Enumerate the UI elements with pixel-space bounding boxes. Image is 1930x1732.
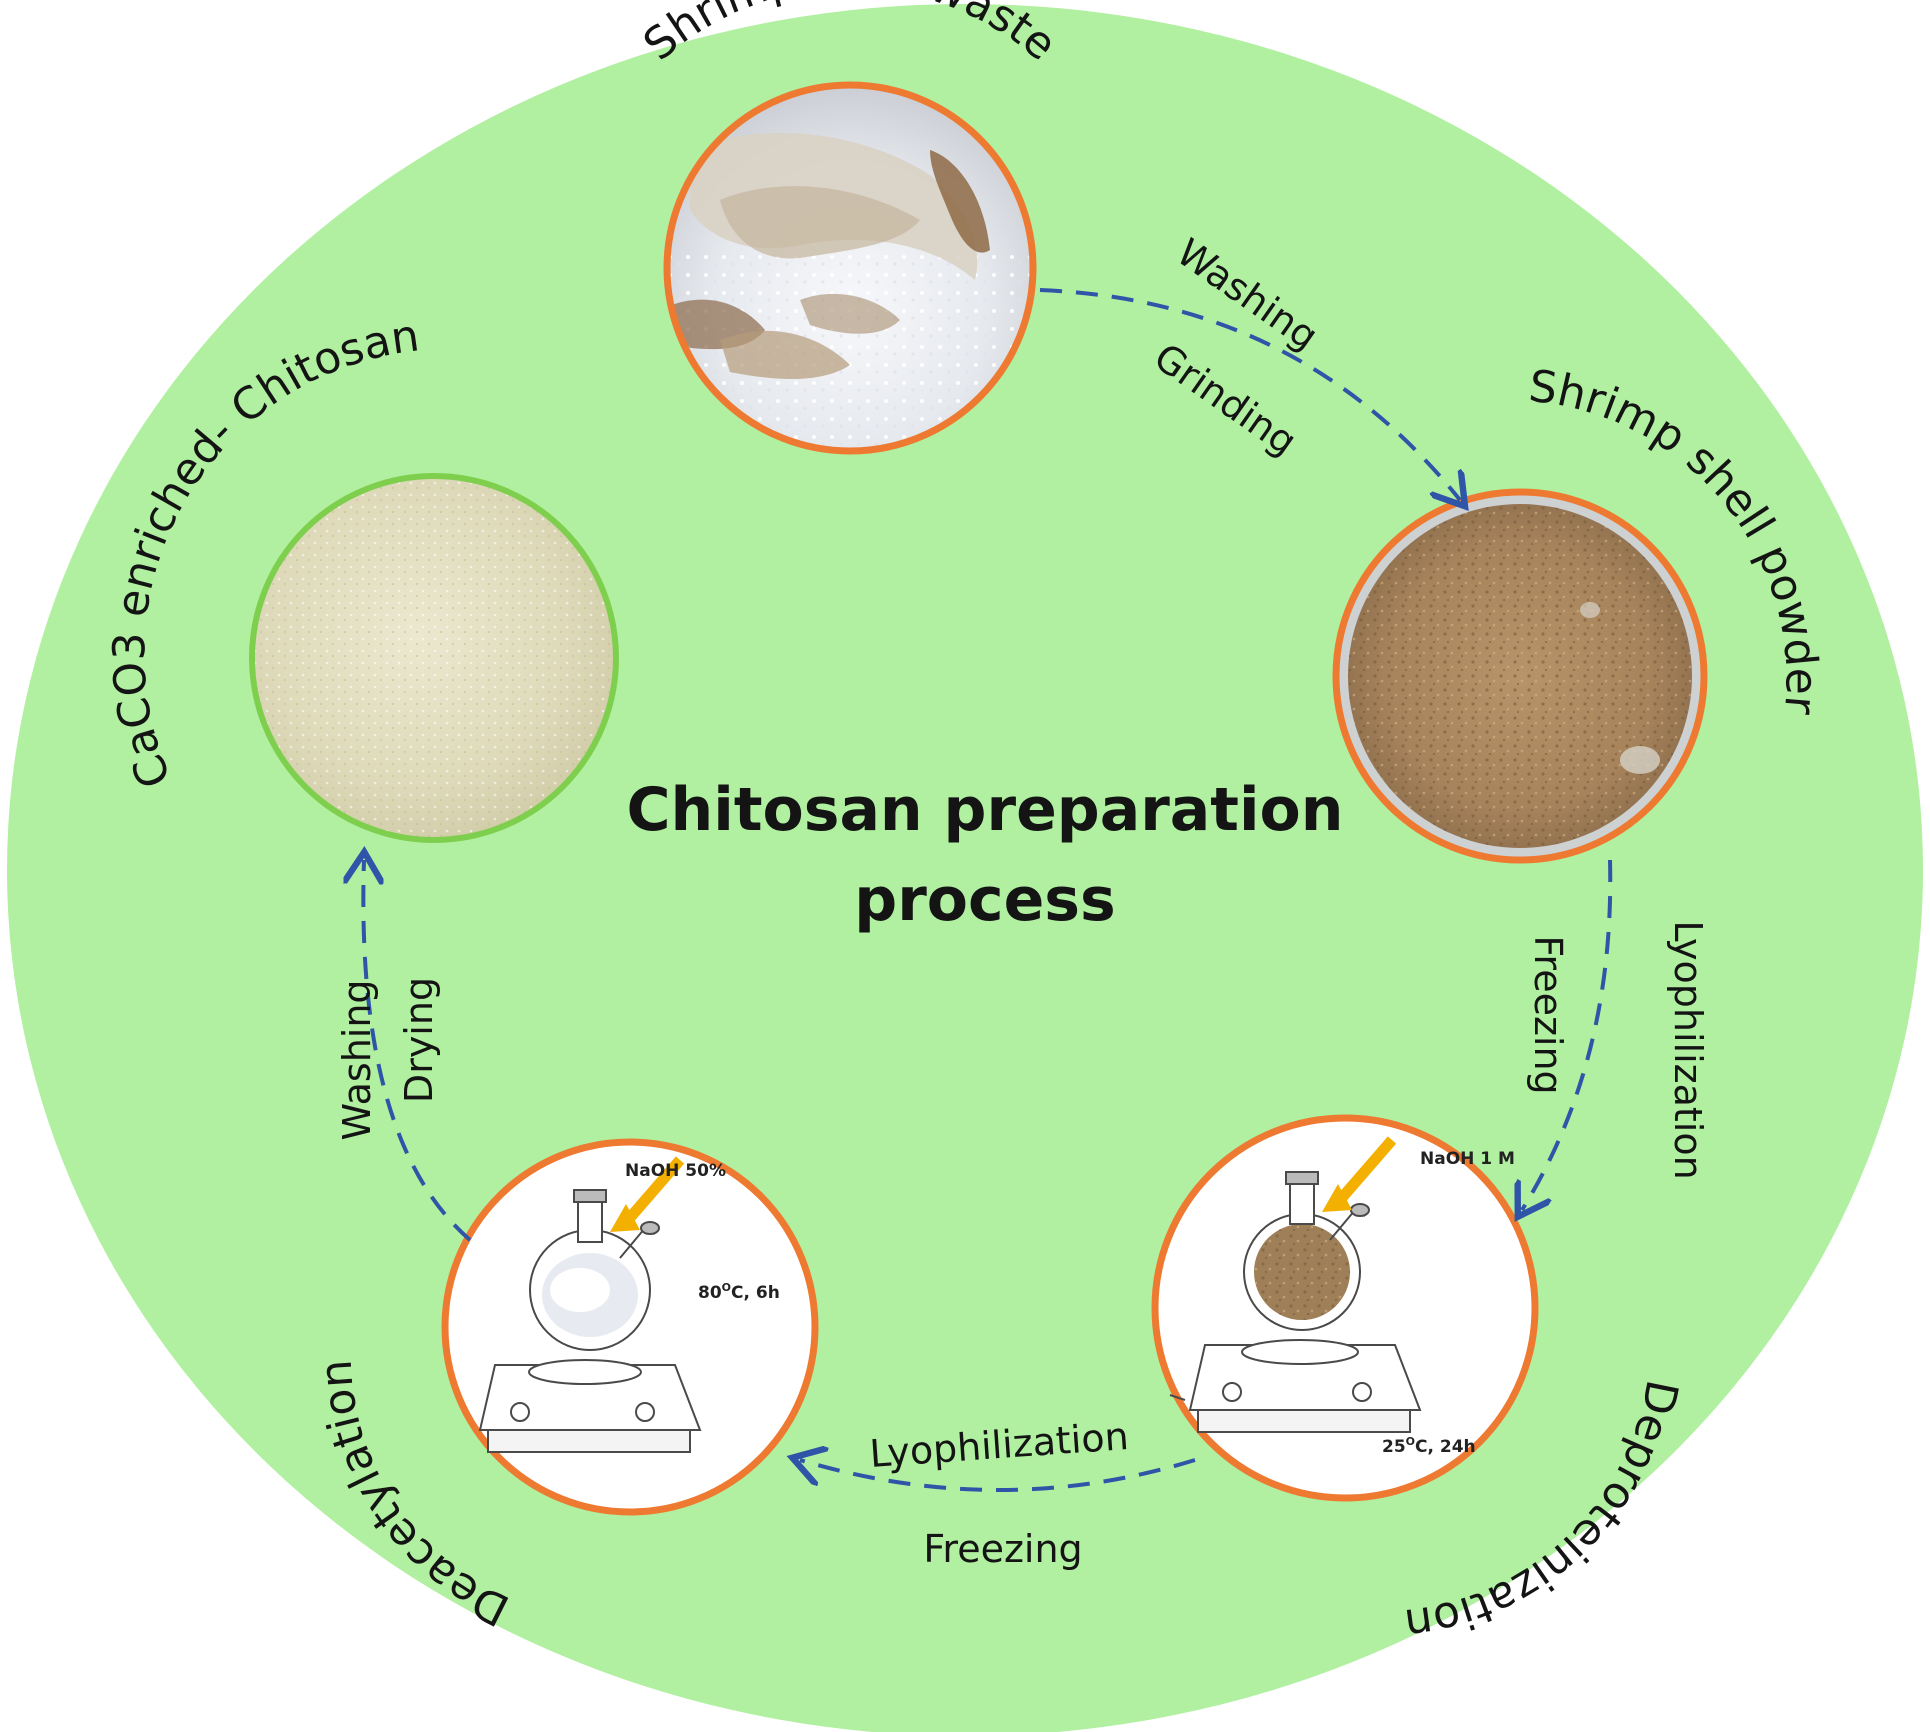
title-line-2: process [854, 865, 1115, 935]
condition-deacet: 80OC, 6h [698, 1281, 780, 1303]
arrow-deacet-to-chitosan [363, 860, 472, 1242]
flask-apparatus-deacet [478, 1189, 702, 1453]
step-left-washing: Washing [335, 979, 379, 1140]
reagent-deprot: NaOH 1 M [1420, 1149, 1515, 1169]
chitosan-photo [252, 476, 616, 840]
reagent-arrowhead-deacet [610, 1204, 640, 1232]
reagent-deacet: NaOH 50% [625, 1161, 726, 1181]
node-shrimp-shell-powder: Shrimp shell powder [1332, 361, 1827, 864]
shrimp-powder-photo [1348, 504, 1692, 848]
arrow-deprot-to-deacet [800, 1460, 1196, 1492]
reagent-arrow-deacet [623, 1156, 685, 1224]
step-bottom-freezing: Freezing [923, 1527, 1082, 1571]
node-deacetylation: NaOH 50% 80OC, 6h Deacetylation [311, 1138, 819, 1636]
condition-deprot: 25OC, 24h [1382, 1435, 1476, 1457]
chitosan-ring [249, 473, 619, 843]
flask-apparatus-deprot [1169, 1171, 1422, 1433]
step-right-freezing: Freezing [1526, 935, 1570, 1094]
title-line-1: Chitosan preparation [627, 775, 1344, 845]
reagent-arrowhead-deprot [1322, 1184, 1352, 1212]
arrow-waste-to-powder [1039, 288, 1460, 500]
step-right-lyophilization: Lyophilization [1666, 920, 1710, 1179]
shrimp-waste-ring [663, 81, 1037, 455]
arrow-powder-to-deprot [1522, 859, 1613, 1210]
shrimp-powder-ring [1332, 488, 1708, 864]
reagent-arrow-deprot [1335, 1136, 1397, 1204]
step-left-drying: Drying [397, 977, 441, 1103]
